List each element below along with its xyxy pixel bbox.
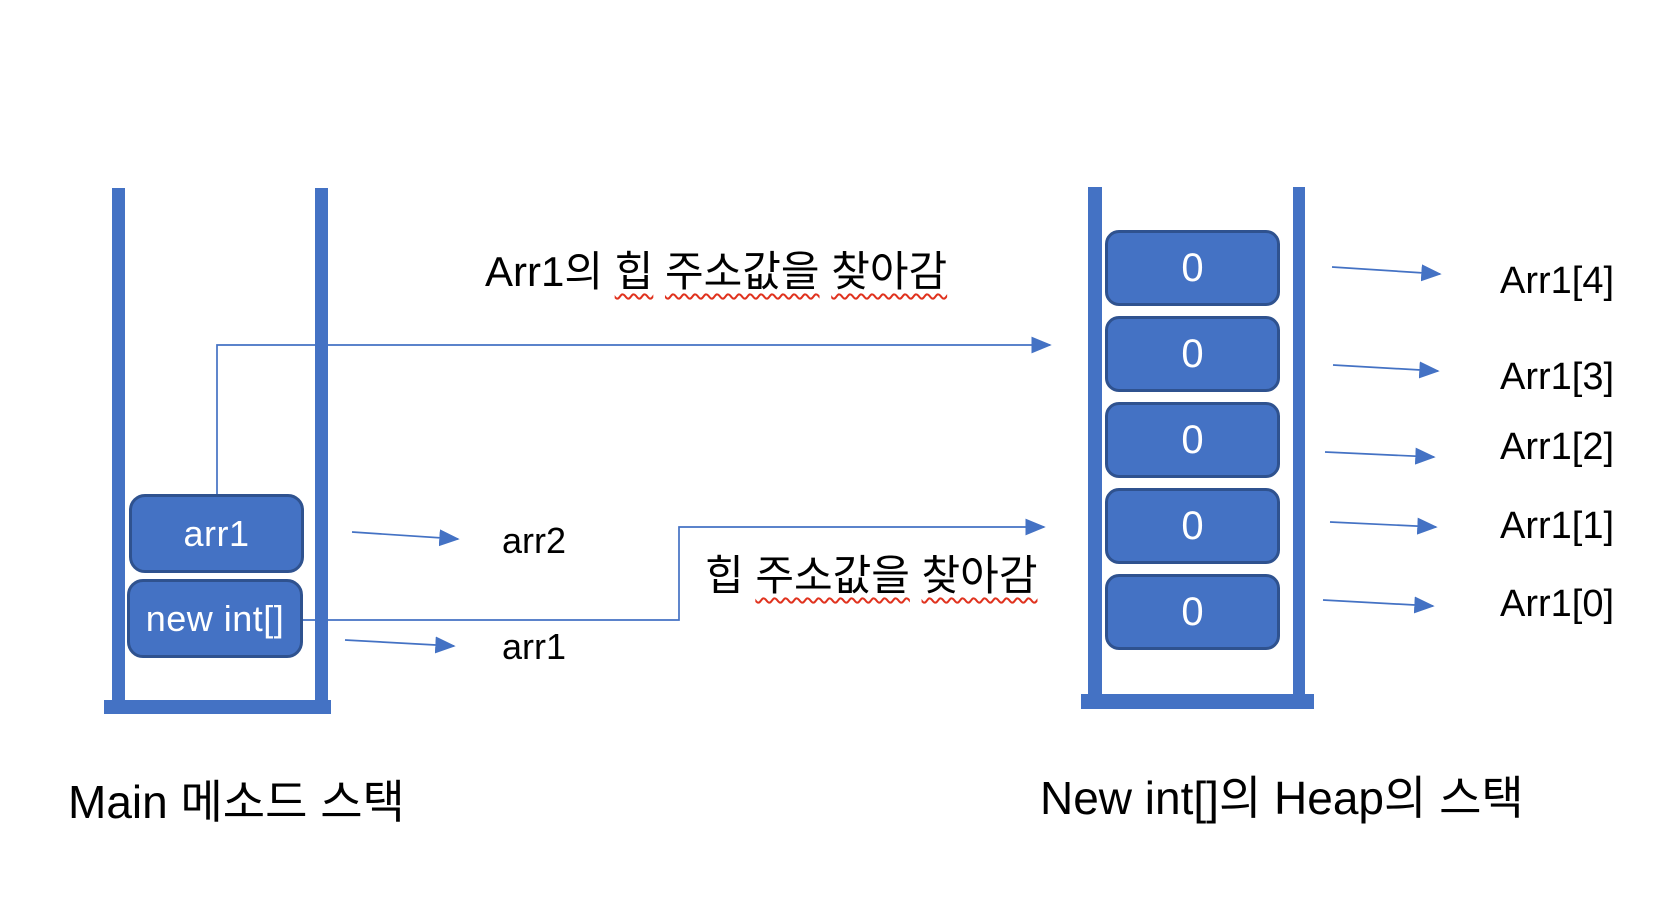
label-arr1-3: Arr1[3] [1500, 356, 1615, 398]
main-stack-base [104, 700, 331, 714]
annotation-word-underlined: 주소값을 [664, 248, 820, 295]
arrow-to-label-arr1-3 [1332, 361, 1440, 379]
arrow-to-label-arr1-4 [1331, 264, 1442, 282]
heap-stack-caption: New int[]의 Heap의 스택 [1040, 772, 1524, 824]
heap-cell-4: 0 [1105, 230, 1280, 306]
heap-stack-base [1081, 694, 1314, 709]
annotation-word-underlined: 주소값을 [755, 552, 910, 599]
annotation-arr1-heap-lookup: Arr1의 힙 주소값을 찾아감 [485, 248, 947, 296]
label-arr1-2: Arr1[2] [1500, 426, 1615, 468]
arrow-to-label-arr1-1 [1329, 517, 1438, 535]
annotation-heap-lookup-prefix: 힙 [705, 552, 744, 599]
label-arr1: arr1 [502, 626, 567, 667]
annotation-arr1-heap-lookup-prefix: Arr1의 [485, 248, 603, 295]
arrow-to-arr1-label [344, 636, 456, 654]
stack-frame-new-int: new int[] [127, 579, 303, 658]
label-arr1-0: Arr1[0] [1500, 583, 1615, 625]
main-stack-left-wall [112, 188, 125, 702]
heap-cell-3-value: 0 [1181, 331, 1204, 376]
stack-frame-new-int-label: new int[] [145, 597, 285, 639]
annotation-word-underlined: 찾아감 [921, 552, 1038, 599]
heap-cell-0-value: 0 [1181, 589, 1204, 634]
heap-cell-4-value: 0 [1181, 245, 1204, 290]
stack-frame-arr1: arr1 [129, 494, 304, 573]
label-arr1-1: Arr1[1] [1500, 505, 1615, 547]
arrow-to-label-arr1-2 [1324, 447, 1436, 465]
main-stack-right-wall [315, 188, 328, 702]
stack-frame-arr1-label: arr1 [183, 512, 250, 554]
heap-cell-3: 0 [1105, 316, 1280, 392]
label-arr1-4: Arr1[4] [1500, 260, 1615, 302]
arrow-to-label-arr1-0 [1322, 596, 1435, 614]
heap-stack-left-wall [1088, 187, 1102, 695]
heap-cell-2-value: 0 [1181, 417, 1204, 462]
label-arr2: arr2 [502, 520, 567, 561]
arrow-to-arr2-label [351, 529, 460, 547]
annotation-heap-lookup: 힙 주소값을 찾아감 [705, 552, 1037, 600]
heap-stack-right-wall [1293, 187, 1305, 695]
annotation-word-underlined: 찾아감 [831, 248, 948, 295]
annotation-word-underlined: 힙 [614, 248, 654, 295]
heap-cell-0: 0 [1105, 574, 1280, 650]
heap-cell-1-value: 0 [1181, 503, 1204, 548]
connector-arr1-to-heap [216, 336, 1052, 494]
heap-cell-1: 0 [1105, 488, 1280, 564]
heap-cell-2: 0 [1105, 402, 1280, 478]
main-stack-caption: Main 메소드 스택 [68, 776, 405, 828]
